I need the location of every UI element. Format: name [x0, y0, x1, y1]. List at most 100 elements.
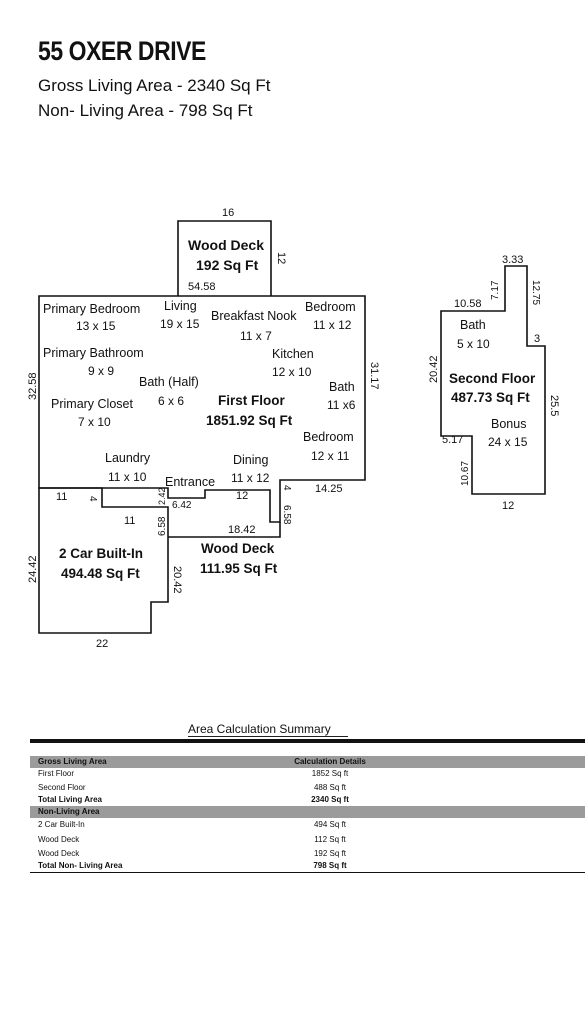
dim-notch-4-left: 4 — [87, 496, 98, 502]
dim-left-height: 32.58 — [27, 372, 39, 400]
summary-label: Second Floor — [38, 783, 86, 792]
summary-label: Total Non- Living Area — [38, 861, 123, 870]
dim-second-7-17: 7.17 — [490, 280, 501, 300]
first-floor-outline — [38, 295, 366, 523]
top-deck-outline — [177, 220, 272, 296]
dim-notch-11: 11 — [124, 515, 135, 527]
dim-entrance-6-42: 6.42 — [172, 500, 192, 511]
summary-gross-header-row: Gross Living Area Calculation Details — [30, 756, 585, 768]
room-living: Living — [164, 299, 197, 313]
summary-label: Wood Deck — [38, 835, 80, 844]
summary-title: Area Calculation Summary — [188, 722, 331, 736]
dim-second-bottom: 12 — [502, 500, 514, 512]
room-kitchen-size: 12 x 10 — [272, 365, 312, 379]
room-bedroom-1-size: 11 x 12 — [313, 318, 352, 332]
summary-row: 2 Car Built-In 494 Sq ft — [30, 819, 585, 831]
gross-living-header: Gross Living Area — [38, 757, 107, 766]
second-floor-area: 487.73 Sq Ft — [451, 390, 530, 405]
deck-top-dim-bottom: 54.58 — [188, 281, 216, 293]
deck-top-dim-right: 12 — [275, 252, 287, 264]
room-second-bath-size: 5 x 10 — [457, 337, 490, 351]
room-primary-bedroom-size: 13 x 15 — [76, 319, 116, 333]
second-floor-outline — [440, 265, 546, 495]
summary-value: 2340 Sq ft — [311, 795, 349, 804]
summary-row: Total Non- Living Area 798 Sq ft — [30, 860, 585, 873]
room-breakfast-nook: Breakfast Nook — [211, 309, 297, 323]
summary-non-living-header-row: Non-Living Area — [30, 806, 585, 818]
non-living-header: Non-Living Area — [38, 807, 100, 816]
deck-top-dim-top: 16 — [222, 207, 234, 219]
dim-second-3: 3 — [534, 333, 540, 345]
dim-second-10-58: 10.58 — [454, 298, 482, 310]
dim-garage-top: 11 — [56, 491, 67, 503]
summary-label: First Floor — [38, 769, 74, 778]
summary-title-underline — [188, 736, 348, 737]
summary-row: Wood Deck 192 Sq ft — [30, 848, 585, 860]
summary-top-rule — [30, 739, 585, 743]
dim-garage-left: 24.42 — [27, 555, 39, 583]
room-bedroom-1: Bedroom — [305, 300, 356, 314]
garage-outline — [38, 487, 169, 634]
summary-value: 1852 Sq ft — [311, 769, 349, 778]
summary-label: Total Living Area — [38, 795, 103, 804]
room-bedroom-2: Bedroom — [303, 430, 354, 444]
garage-name: 2 Car Built-In — [59, 546, 143, 561]
room-living-size: 19 x 15 — [160, 317, 200, 331]
room-breakfast-nook-size: 11 x 7 — [240, 329, 272, 343]
dim-right-bottom: 14.25 — [315, 483, 343, 495]
summary-value: 494 Sq ft — [313, 820, 347, 829]
calculation-details-header: Calculation Details — [294, 757, 366, 766]
room-laundry-size: 11 x 10 — [108, 470, 147, 484]
dim-garage-inner-right: 20.42 — [171, 566, 183, 594]
dim-right-height: 31.17 — [368, 362, 380, 390]
garage-area: 494.48 Sq Ft — [61, 566, 140, 581]
summary-value: 192 Sq ft — [313, 849, 347, 858]
summary-row: Total Living Area 2340 Sq ft — [30, 794, 585, 806]
dim-garage-bottom: 22 — [96, 638, 108, 650]
room-bonus: Bonus — [491, 417, 526, 431]
dim-notch-4-right: 4 — [281, 485, 292, 491]
dim-deck-top-18-42: 18.42 — [228, 524, 256, 536]
dim-second-left: 20.42 — [428, 355, 440, 383]
summary-value: 488 Sq ft — [313, 783, 347, 792]
room-laundry: Laundry — [105, 451, 151, 465]
dim-deck-right-6-58: 6.58 — [281, 505, 292, 525]
property-title: 55 OXER DRIVE — [38, 36, 206, 66]
dim-v-6-58: 6.58 — [157, 516, 168, 536]
dim-v-2-42: 2.42 — [157, 487, 167, 505]
dim-second-5-17: 5.17 — [442, 434, 463, 446]
summary-row: Second Floor 488 Sq ft — [30, 782, 585, 794]
dim-second-10-67: 10.67 — [460, 461, 471, 486]
room-closet-size: 6 x 6 — [158, 394, 184, 408]
summary-label: 2 Car Built-In — [38, 820, 85, 829]
room-bath-half: Bath (Half) — [139, 375, 199, 389]
room-primary-bathroom-size: 9 x 9 — [88, 364, 114, 378]
room-primary-bathroom: Primary Bathroom — [43, 346, 144, 360]
room-primary-closet-size: 7 x 10 — [78, 415, 111, 429]
dim-second-3-33: 3.33 — [502, 254, 523, 266]
second-floor-name: Second Floor — [449, 371, 536, 386]
first-floor-name: First Floor — [218, 393, 285, 408]
room-second-bath: Bath — [460, 318, 486, 332]
gross-living-area-subtitle: Gross Living Area - 2340 Sq Ft — [38, 76, 271, 95]
room-dining: Dining — [233, 453, 268, 467]
non-living-area-subtitle: Non- Living Area - 798 Sq Ft — [38, 101, 253, 120]
deck-bottom-name: Wood Deck — [201, 541, 275, 556]
summary-value: 798 Sq ft — [313, 861, 347, 870]
deck-top-area: 192 Sq Ft — [196, 257, 259, 273]
room-bonus-size: 24 x 15 — [488, 435, 528, 449]
room-primary-closet: Primary Closet — [51, 397, 133, 411]
room-bath: Bath — [329, 380, 355, 394]
summary-label: Wood Deck — [38, 849, 80, 858]
dim-second-right: 25.5 — [548, 395, 560, 416]
deck-top-name: Wood Deck — [188, 237, 264, 253]
dim-entrance-12: 12 — [236, 490, 248, 502]
room-entrance: Entrance — [165, 475, 215, 489]
deck-bottom-area: 111.95 Sq Ft — [200, 561, 278, 576]
summary-row: Wood Deck 112 Sq ft — [30, 834, 585, 846]
room-bedroom-2-size: 12 x 11 — [311, 449, 350, 463]
room-bath-size: 11 x6 — [327, 398, 356, 412]
first-floor-area: 1851.92 Sq Ft — [206, 413, 293, 428]
summary-row: First Floor 1852 Sq ft — [30, 768, 585, 780]
